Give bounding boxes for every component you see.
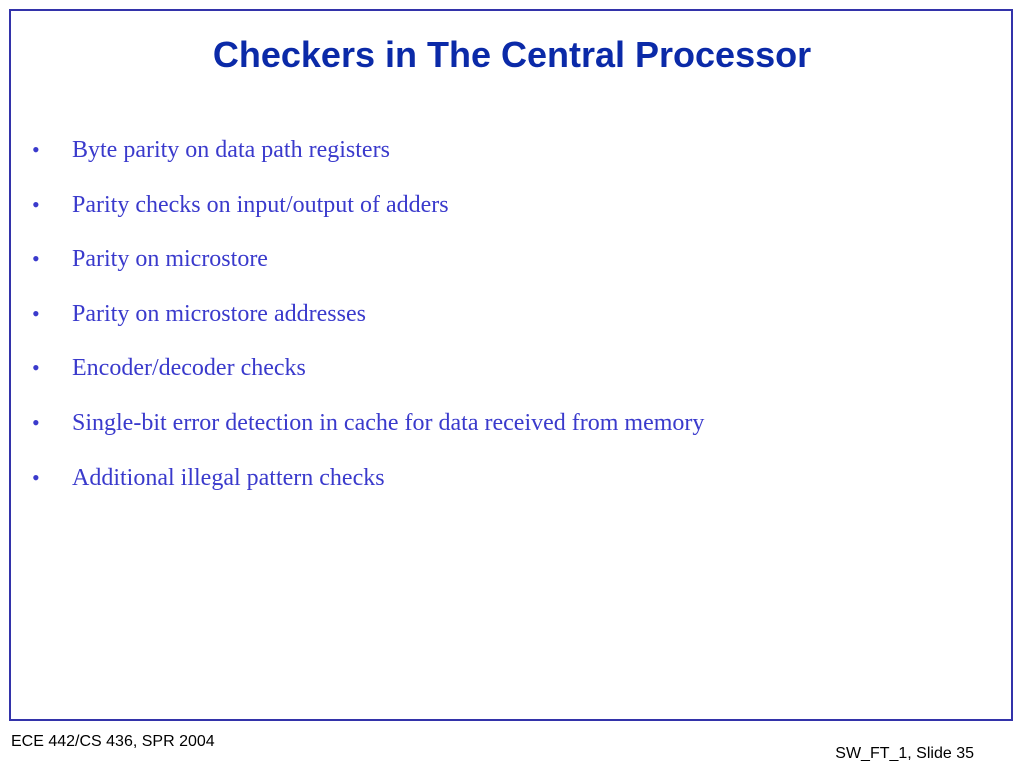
bullet-item: • Parity checks on input/output of adder… <box>32 192 704 247</box>
slide-title: Checkers in The Central Processor <box>212 34 812 75</box>
bullet-icon: • <box>32 191 40 217</box>
bullet-text: Encoder/decoder checks <box>72 355 306 382</box>
bullet-item: • Additional illegal pattern checks <box>32 465 704 520</box>
bullet-item: • Encoder/decoder checks <box>32 355 704 410</box>
bullet-item: • Parity on microstore <box>32 246 704 301</box>
bullet-text: Parity on microstore addresses <box>72 300 366 327</box>
bullet-icon: • <box>32 300 40 326</box>
bullet-item: • Single-bit error detection in cache fo… <box>32 410 704 465</box>
bullet-text: Single-bit error detection in cache for … <box>72 409 705 436</box>
bullet-text: Additional illegal pattern checks <box>72 464 385 491</box>
footer-slide-number: SW_FT_1, Slide 35 <box>835 745 974 762</box>
bullet-icon: • <box>32 464 40 490</box>
bullet-icon: • <box>32 409 40 435</box>
footer-course-label: ECE 442/CS 436, SPR 2004 <box>11 733 215 750</box>
bullet-icon: • <box>32 355 40 381</box>
bullet-text: Byte parity on data path registers <box>72 137 390 163</box>
bullet-text: Parity on microstore <box>72 246 268 273</box>
bullet-item: • Byte parity on data path registers <box>32 137 704 192</box>
bullet-icon: • <box>32 137 40 162</box>
bullet-list: • Byte parity on data path registers • P… <box>32 137 704 519</box>
slide-frame <box>9 9 1013 721</box>
bullet-text: Parity checks on input/output of adders <box>72 191 449 218</box>
bullet-item: • Parity on microstore addresses <box>32 301 704 356</box>
bullet-icon: • <box>32 246 40 272</box>
